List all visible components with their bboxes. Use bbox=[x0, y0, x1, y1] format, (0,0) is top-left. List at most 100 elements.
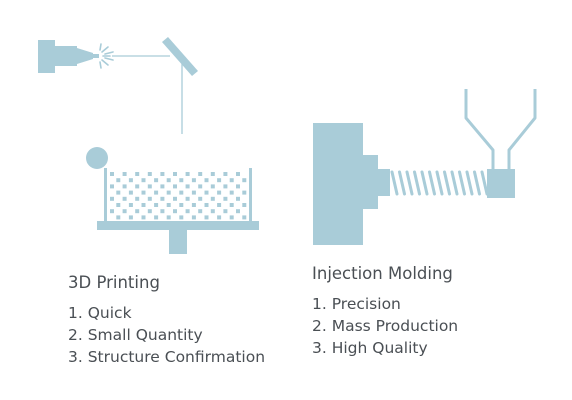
print-dot bbox=[204, 190, 209, 195]
printing-illustration bbox=[38, 37, 259, 254]
print-dot bbox=[154, 178, 159, 183]
print-dot bbox=[154, 190, 159, 195]
print-dot bbox=[198, 196, 203, 201]
vat-left-wall bbox=[104, 168, 107, 221]
screw-thread bbox=[428, 170, 436, 196]
printing-caption: 3D Printing 1. Quick 2. Small Quantity 3… bbox=[68, 273, 265, 368]
screw-icon bbox=[390, 170, 489, 196]
print-dot bbox=[135, 196, 140, 201]
print-dot bbox=[173, 172, 177, 176]
print-dot bbox=[236, 196, 240, 201]
screw-thread bbox=[458, 170, 466, 196]
print-dot bbox=[160, 196, 165, 201]
screw-thread bbox=[413, 170, 421, 196]
print-dot bbox=[147, 172, 152, 176]
molding-item-mass-production: 2. Mass Production bbox=[312, 317, 459, 335]
print-dot bbox=[185, 172, 190, 176]
screw-thread bbox=[480, 170, 489, 196]
print-dot bbox=[166, 190, 171, 195]
print-dot bbox=[210, 209, 215, 214]
print-dot bbox=[198, 172, 203, 176]
print-dot bbox=[217, 203, 222, 207]
print-dot bbox=[179, 203, 184, 207]
mirror-icon bbox=[162, 37, 198, 76]
print-dot bbox=[179, 190, 184, 195]
laser-emitter-icon bbox=[38, 40, 99, 73]
print-dot bbox=[166, 178, 171, 183]
print-dot bbox=[217, 178, 222, 183]
print-dot bbox=[236, 172, 240, 176]
print-dot bbox=[147, 209, 152, 214]
print-dot bbox=[122, 196, 127, 201]
screw-thread bbox=[420, 170, 429, 196]
print-dot bbox=[223, 196, 228, 201]
print-dot bbox=[179, 178, 184, 183]
print-dot bbox=[204, 203, 209, 207]
platform-stand bbox=[169, 230, 187, 254]
print-dot bbox=[141, 215, 146, 220]
print-dot bbox=[122, 184, 127, 189]
screw-thread bbox=[435, 170, 444, 196]
print-dot bbox=[191, 215, 196, 220]
molding-caption: Injection Molding 1. Precision 2. Mass P… bbox=[312, 264, 458, 359]
print-dot bbox=[128, 203, 133, 207]
print-dot bbox=[160, 209, 165, 214]
print-dot bbox=[173, 184, 177, 189]
print-dot bbox=[110, 209, 114, 214]
printing-item-small-quantity: 2. Small Quantity bbox=[68, 326, 203, 344]
printing-item-quick: 1. Quick bbox=[68, 304, 132, 322]
print-dot bbox=[223, 184, 228, 189]
print-dot bbox=[210, 196, 215, 201]
print-dot bbox=[217, 190, 222, 195]
print-dot bbox=[135, 209, 140, 214]
print-dot bbox=[135, 172, 140, 176]
print-dot bbox=[229, 215, 234, 220]
screw-thread bbox=[443, 170, 451, 196]
print-dot bbox=[223, 172, 228, 176]
print-dot bbox=[135, 184, 140, 189]
molding-illustration bbox=[313, 89, 537, 245]
print-dot bbox=[116, 215, 121, 220]
print-dot bbox=[198, 184, 203, 189]
print-dot bbox=[173, 196, 177, 201]
print-dot bbox=[191, 178, 196, 183]
print-dot bbox=[122, 172, 127, 176]
print-dot bbox=[110, 184, 114, 189]
print-dot bbox=[204, 178, 209, 183]
print-dot bbox=[141, 190, 146, 195]
print-dot bbox=[223, 209, 228, 214]
screw-thread bbox=[473, 170, 481, 196]
print-dot bbox=[147, 196, 152, 201]
print-dot bbox=[116, 190, 121, 195]
print-dot bbox=[160, 172, 165, 176]
nozzle-icon bbox=[487, 169, 515, 198]
molding-item-high-quality: 3. High Quality bbox=[312, 339, 428, 357]
print-dot bbox=[210, 184, 215, 189]
print-dot bbox=[242, 203, 247, 207]
print-dot bbox=[179, 215, 184, 220]
print-dot bbox=[160, 184, 165, 189]
print-dot bbox=[229, 203, 234, 207]
print-dot bbox=[116, 178, 121, 183]
screw-thread bbox=[390, 170, 399, 196]
mold-block-icon bbox=[313, 123, 390, 245]
print-dot bbox=[217, 215, 222, 220]
print-dot bbox=[141, 203, 146, 207]
print-dot bbox=[229, 178, 234, 183]
print-dot bbox=[166, 215, 171, 220]
print-dot bbox=[198, 209, 203, 214]
print-dot bbox=[128, 178, 133, 183]
print-dot bbox=[122, 209, 127, 214]
screw-thread bbox=[405, 170, 414, 196]
print-dot bbox=[141, 178, 146, 183]
print-dot bbox=[128, 190, 133, 195]
print-dot bbox=[185, 209, 190, 214]
print-dot bbox=[154, 215, 159, 220]
print-dot bbox=[242, 215, 247, 220]
print-dot bbox=[116, 203, 121, 207]
screw-thread bbox=[398, 170, 406, 196]
print-dot bbox=[166, 203, 171, 207]
screw-thread bbox=[450, 170, 459, 196]
resin-ball-icon bbox=[86, 147, 108, 169]
vat-right-wall bbox=[249, 168, 252, 221]
